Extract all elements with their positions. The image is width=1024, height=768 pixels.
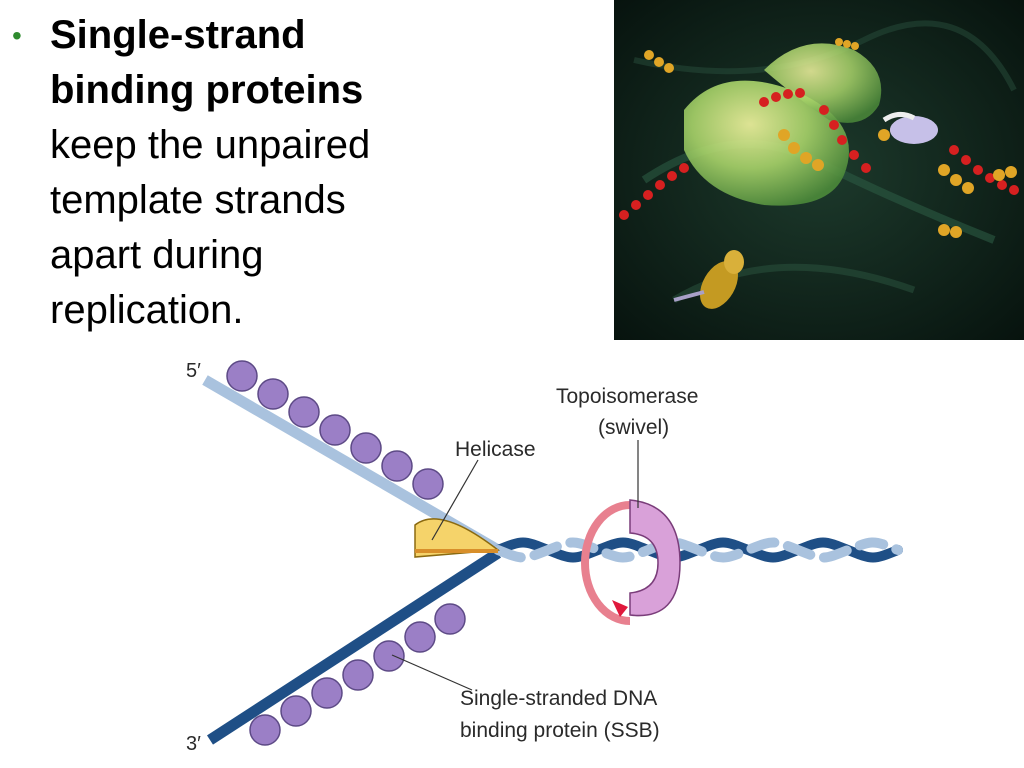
label-ssb-line-1: Single-stranded DNA (460, 687, 657, 710)
bullet-line-5: apart during (50, 233, 264, 277)
bullet-text: Single-strand binding proteins keep the … (50, 8, 430, 338)
label-ssb-line-2: binding protein (SSB) (460, 719, 660, 742)
label-5-prime: 5′ (186, 360, 201, 382)
bullet-line-4: template strands (50, 178, 346, 222)
ssb-proteins-lower (249, 603, 466, 746)
bullet-bold-line-1: Single-strand (50, 13, 306, 57)
label-helicase: Helicase (455, 438, 536, 461)
dna-replication-photo (614, 0, 1024, 340)
replication-fork-diagram: 5′ 3′ Helicase Topoisomerase (swivel) Si… (180, 345, 920, 768)
double-helix (493, 537, 903, 563)
ssb-proteins-upper (226, 360, 444, 500)
leader-lines (391, 440, 639, 691)
label-topoisomerase: Topoisomerase (556, 385, 698, 408)
bullet-point: • Single-strand binding proteins keep th… (10, 8, 430, 338)
topoisomerase-shape (581, 499, 681, 625)
bullet-line-6: replication. (50, 288, 244, 332)
bullet-marker: • (12, 20, 22, 51)
bullet-line-3: keep the unpaired (50, 123, 371, 167)
bullet-bold-line-2: binding proteins (50, 68, 364, 112)
label-topoisomerase-swivel: (swivel) (598, 416, 669, 439)
lower-template-strand (207, 548, 501, 745)
helicase-shape (414, 518, 500, 558)
label-3-prime: 3′ (186, 733, 201, 755)
